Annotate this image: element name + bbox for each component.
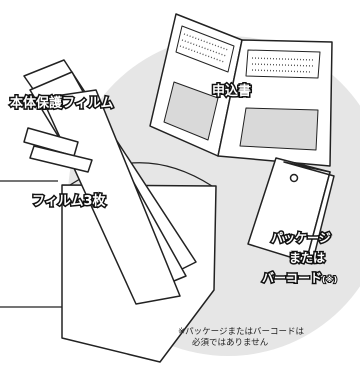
footnote-line2: 必須ではありません (192, 338, 269, 348)
package-tag-icon (247, 157, 335, 265)
application-form-label: 申込書 (210, 84, 252, 100)
application-form-icon (149, 13, 333, 167)
footnote-mark: (※) (321, 275, 338, 285)
film-protect-label: 本体保護フィルム (8, 96, 114, 112)
film-strips-icon (23, 59, 197, 305)
barcode-text: バーコード (260, 271, 323, 286)
package-label-line1: パッケージ (270, 231, 333, 246)
package-label-line3: バーコード(※) (260, 271, 338, 286)
package-label-line2: または (287, 251, 326, 266)
footnote-line1: ※パッケージまたはバーコードは (178, 327, 304, 337)
films-three-label: フィルム3枚 (31, 194, 108, 210)
